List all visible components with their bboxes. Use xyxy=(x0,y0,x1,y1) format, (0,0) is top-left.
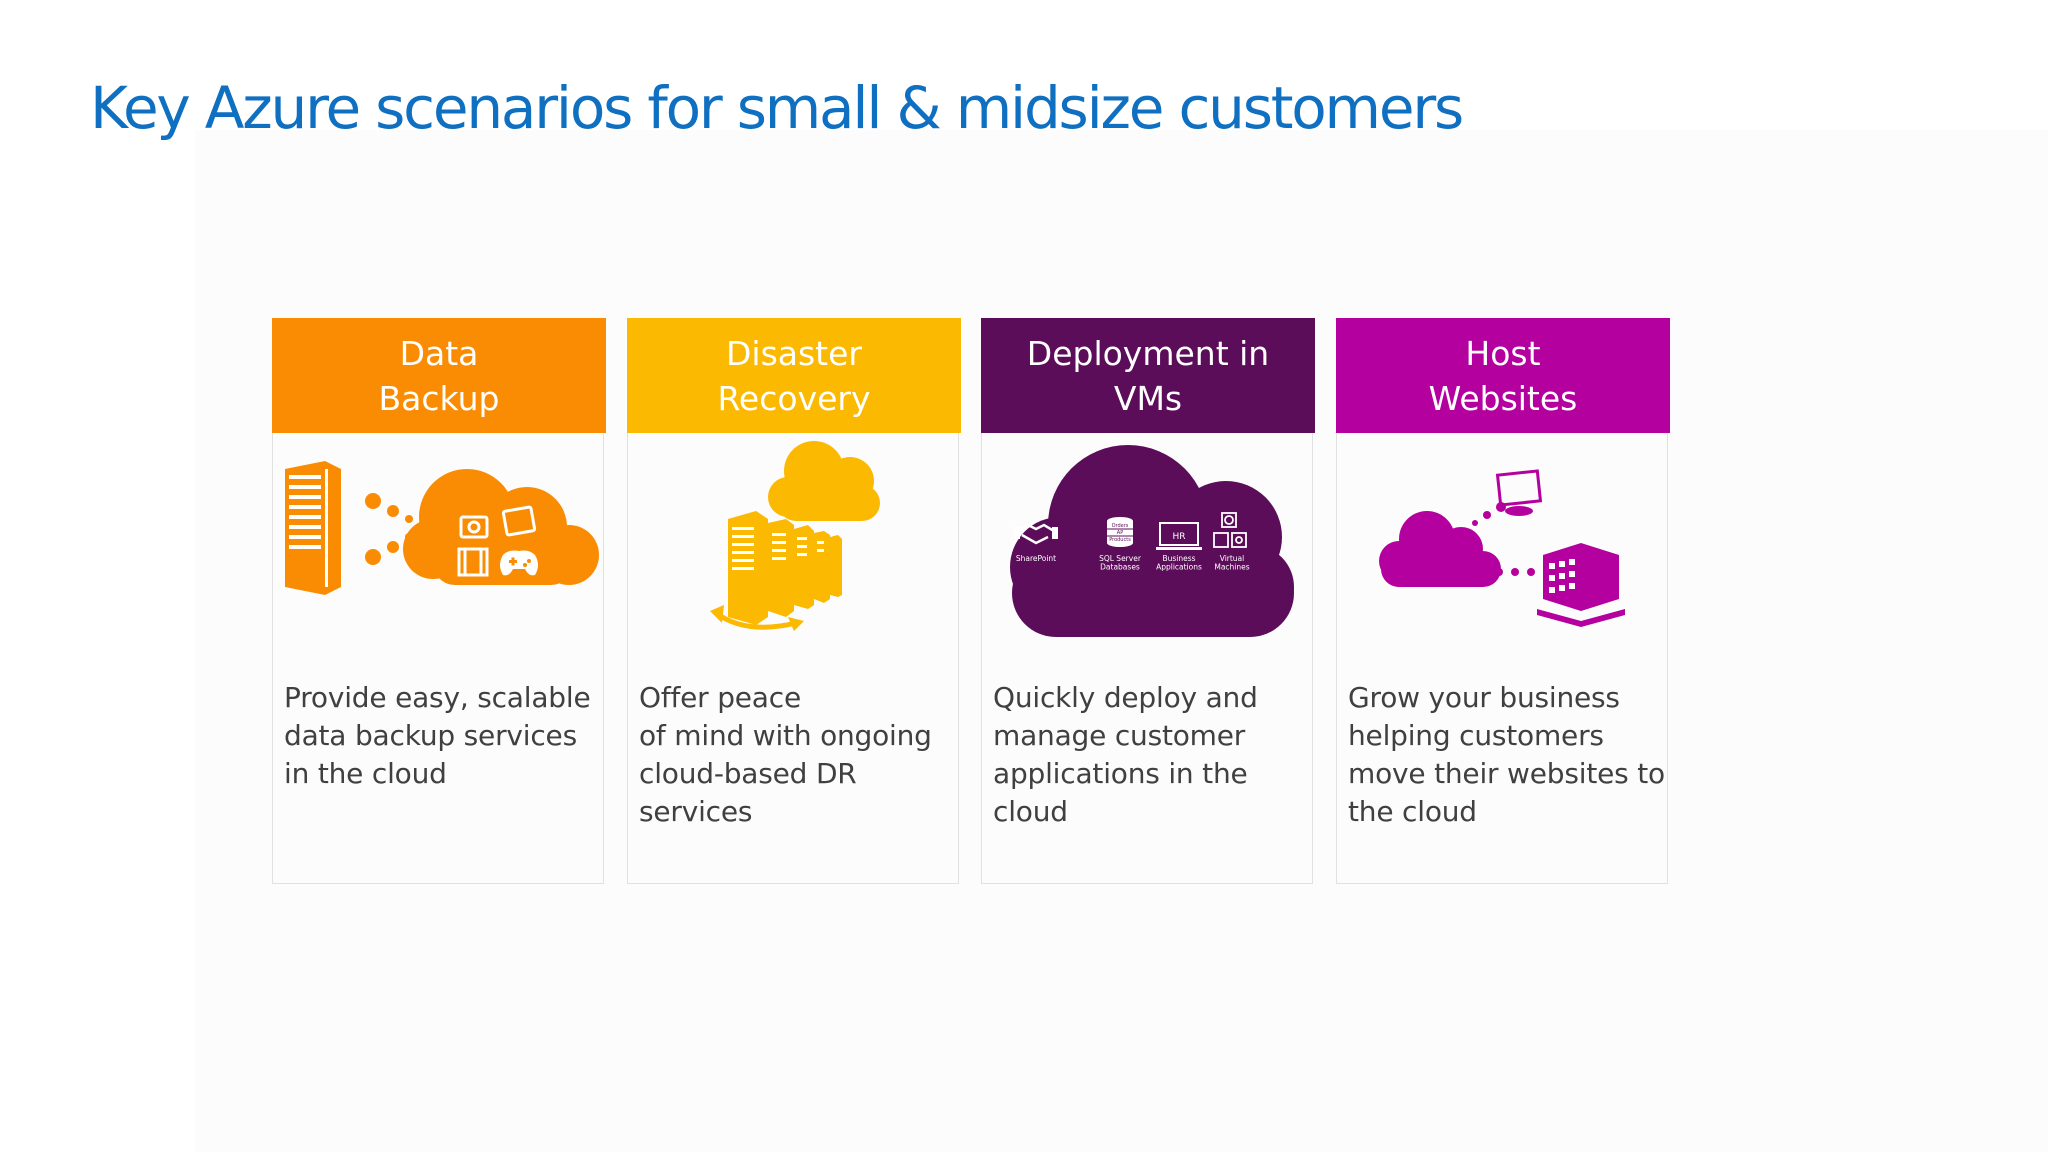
db-label-orders: Orders xyxy=(1112,523,1129,529)
card-description: Quickly deploy and manage customer appli… xyxy=(993,681,1258,828)
db-label-products: Products xyxy=(1109,537,1131,543)
cloud-workloads-icon: Orders AP Products HR SharePoi xyxy=(982,439,1314,639)
card-header: Deployment in VMs xyxy=(981,318,1315,433)
card-data-backup: Data Backup xyxy=(272,318,606,884)
db-label-ap: AP xyxy=(1117,530,1123,536)
server-to-cloud-media-icon xyxy=(273,439,605,639)
card-title: Data Backup xyxy=(378,333,500,418)
card-title: Deployment in VMs xyxy=(1026,333,1270,418)
card-host-websites: Host Websites xyxy=(1336,318,1670,884)
card-deployment-in-vms: Deployment in VMs xyxy=(981,318,1315,884)
card-header: Disaster Recovery xyxy=(627,318,961,433)
card-header: Data Backup xyxy=(272,318,606,433)
slide-title: Key Azure scenarios for small & midsize … xyxy=(90,74,1464,142)
card-description: Provide easy, scalable data backup servi… xyxy=(284,681,591,790)
card-title: Host Websites xyxy=(1428,333,1578,418)
cloud-to-website-icon xyxy=(1337,439,1669,639)
card-description: Offer peace of mind with ongoing cloud-b… xyxy=(639,681,932,828)
screen-label-hr: HR xyxy=(1172,532,1185,542)
workload-label-sharepoint: SharePoint xyxy=(1016,554,1056,563)
card-header: Host Websites xyxy=(1336,318,1670,433)
card-description: Grow your business helping customers mov… xyxy=(1348,681,1665,828)
cloud-servers-recovery-icon xyxy=(628,439,960,639)
card-disaster-recovery: Disaster Recovery xyxy=(627,318,961,884)
card-title: Disaster Recovery xyxy=(717,333,871,418)
